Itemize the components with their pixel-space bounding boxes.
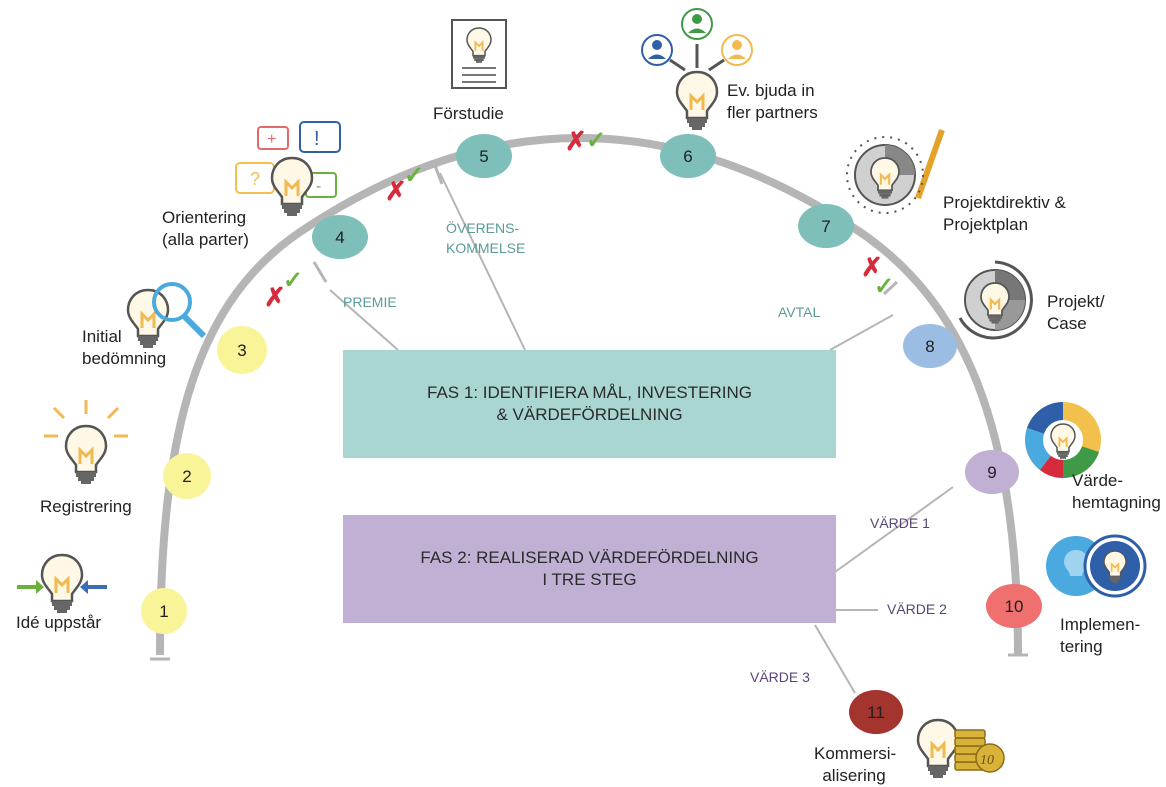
gate-varde-1: VÄRDE 1 [870,515,930,531]
svg-text:✓: ✓ [404,162,424,189]
phase-2-box: FAS 2: REALISERAD VÄRDEFÖRDELNING I TRE … [343,515,836,623]
step-2-label: Registrering [40,497,132,516]
plan-dial-icon [846,129,945,214]
svg-text:✓: ✓ [874,273,894,300]
step-8-label: Projekt/ Case [1047,292,1105,333]
gate-varde-3: VÄRDE 3 [750,669,810,685]
step-7-label: Projektdirektiv & Projektplan [943,193,1066,234]
cross-check-icon: ✗ ✓ [385,162,424,206]
phase-1-box: FAS 1: IDENTIFIERA MÅL, INVESTERING & VÄ… [343,350,836,458]
step-4-label: Orientering (alla parter) [162,208,249,249]
bubble-question-text: ? [250,169,260,189]
coins-icon: 10 [916,718,1005,780]
gate-avtal: AVTAL [778,304,821,320]
step-5-label: Förstudie [433,104,504,123]
decision-marks: ✗ ✓ ✗ ✓ ✗ ✓ ✗ ✓ [264,126,894,312]
cross-check-icon: ✗ ✓ [565,126,606,156]
magnifier-bulb-icon [126,282,207,350]
gate-premie: PREMIE [343,294,397,310]
cross-check-icon: ✗ ✓ [861,252,894,300]
svg-text:✗: ✗ [565,126,587,156]
svg-text:✗: ✗ [861,252,883,282]
registration-bulb-icon [44,400,128,486]
implementation-icon [1046,534,1147,598]
gate-overenskommelse: ÖVERENS- KOMMELSE [446,220,526,256]
bubble-exclaim-text: ! [314,128,320,150]
project-dial-icon [958,260,1033,340]
cross-check-icon: ✗ ✓ [264,267,303,312]
svg-text:✗: ✗ [264,282,286,312]
svg-text:✓: ✓ [283,267,303,294]
document-icon [451,19,507,89]
connector-lines [329,172,954,694]
discussion-bubbles-icon: + ! ? - [235,121,341,218]
gate-varde-2: VÄRDE 2 [887,601,947,617]
partners-icon [641,8,753,132]
bubble-minus-text: - [316,178,321,195]
phase-2-title: FAS 2: REALISERAD VÄRDEFÖRDELNING I TRE … [420,548,759,589]
step-11-label: Kommersi- alisering [814,744,897,785]
idea-arises-icon [17,553,107,615]
bubble-plus-text: + [267,131,276,148]
gate-ticks [312,162,899,296]
coin-value-text: 10 [980,753,994,768]
step-6-label: Ev. bjuda in fler partners [727,81,818,122]
step-3-label: Initial bedömning [82,327,167,368]
step-9-label: Värde- hemtagning [1072,471,1161,512]
value-pie-icon [1025,402,1101,478]
svg-text:✓: ✓ [586,127,606,154]
process-track [156,133,1022,656]
step-10-label: Implemen- tering [1060,615,1141,656]
svg-text:✗: ✗ [385,176,407,206]
phase-1-title: FAS 1: IDENTIFIERA MÅL, INVESTERING & VÄ… [427,383,752,424]
step-1-label: Idé uppstår [16,613,102,632]
